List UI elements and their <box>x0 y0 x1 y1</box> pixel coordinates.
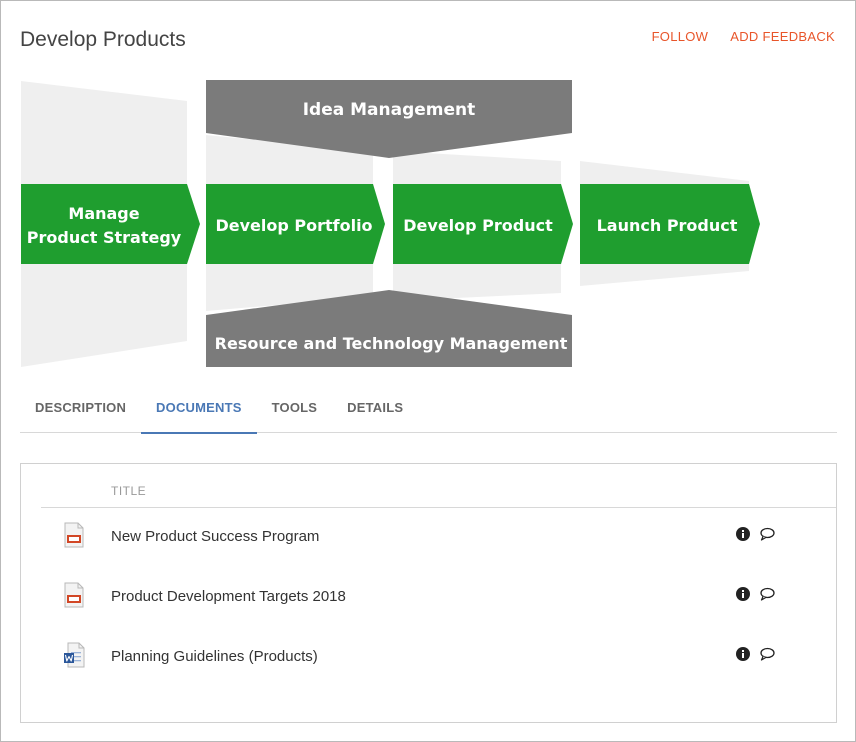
documents-table-header: TITLE <box>41 464 836 508</box>
info-icon[interactable] <box>735 646 751 662</box>
step-launch-product-label: Launch Product <box>597 216 738 235</box>
row-actions <box>735 526 775 542</box>
column-header-title: TITLE <box>111 484 147 498</box>
step-develop-product-label: Develop Product <box>403 216 553 235</box>
process-map-graphic: Idea Management Resource and Technology … <box>21 80 760 367</box>
comment-icon[interactable] <box>759 646 775 662</box>
resource-technology-band[interactable] <box>206 290 572 367</box>
presentation-file-icon <box>64 522 84 548</box>
step-develop-portfolio[interactable] <box>206 184 385 264</box>
table-row[interactable]: Product Development Targets 2018 <box>41 568 836 628</box>
comment-icon[interactable] <box>759 586 775 602</box>
follow-button[interactable]: FOLLOW <box>651 29 709 44</box>
step-develop-product[interactable] <box>393 184 573 264</box>
document-title[interactable]: Planning Guidelines (Products) <box>111 648 318 665</box>
table-row[interactable]: Planning Guidelines (Products) <box>41 628 836 688</box>
idea-management-band[interactable] <box>206 80 572 158</box>
resource-technology-label: Resource and Technology Management <box>215 334 568 353</box>
step-manage-product-strategy-line1: Manage <box>68 204 139 223</box>
info-icon[interactable] <box>735 586 751 602</box>
step-manage-product-strategy-line2: Product Strategy <box>27 228 182 247</box>
tab-details[interactable]: DETAILS <box>347 400 404 415</box>
tab-documents[interactable]: DOCUMENTS <box>141 389 257 434</box>
presentation-file-icon <box>64 582 84 608</box>
step-launch-product[interactable] <box>580 184 760 264</box>
process-map: Idea Management Resource and Technology … <box>1 71 856 381</box>
row-actions <box>735 646 775 662</box>
tab-tools[interactable]: TOOLS <box>271 400 318 415</box>
idea-management-label: Idea Management <box>303 100 476 120</box>
documents-panel: TITLE New Product Success Program <box>20 463 837 723</box>
add-feedback-button[interactable]: ADD FEEDBACK <box>730 29 835 44</box>
document-title[interactable]: Product Development Targets 2018 <box>111 588 346 605</box>
word-document-icon <box>64 642 85 668</box>
step-develop-portfolio-label: Develop Portfolio <box>215 216 372 235</box>
tab-bar: DESCRIPTION DOCUMENTS TOOLS DETAILS <box>20 389 837 434</box>
row-actions <box>735 586 775 602</box>
table-row[interactable]: New Product Success Program <box>41 508 836 568</box>
step-manage-product-strategy[interactable] <box>21 184 200 264</box>
header-actions: FOLLOW ADD FEEDBACK <box>652 29 835 44</box>
document-title[interactable]: New Product Success Program <box>111 528 320 545</box>
page-title: Develop Products <box>20 28 186 51</box>
comment-icon[interactable] <box>759 526 775 542</box>
info-icon[interactable] <box>735 526 751 542</box>
tab-description[interactable]: DESCRIPTION <box>35 400 127 415</box>
